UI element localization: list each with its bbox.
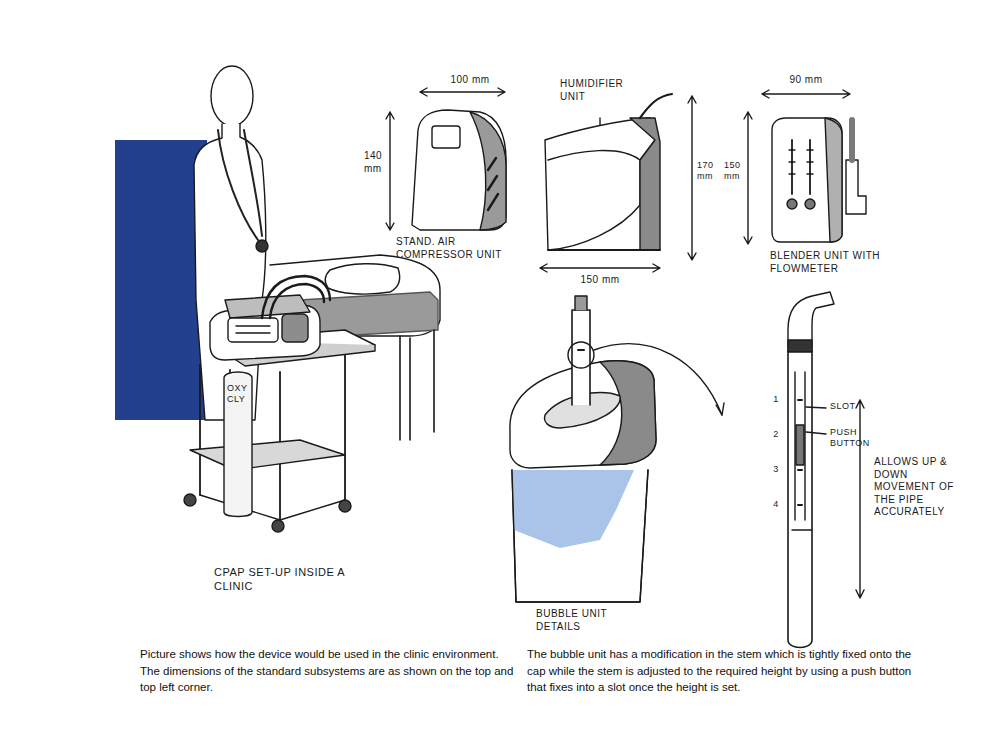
dimension-label: 140 mm — [364, 150, 388, 175]
callout-number: 2 — [770, 429, 782, 440]
dimension-label: 100 mm — [440, 74, 500, 87]
callout-number: 1 — [770, 394, 782, 405]
cylinder-label: OXY CLY — [227, 383, 251, 406]
figure-label: BUBBLE UNIT DETAILS — [536, 608, 616, 633]
part-name: BLENDER UNIT WITH FLOWMETER — [770, 250, 880, 275]
callout-number: 4 — [770, 499, 782, 510]
dimension-label: 90 mm — [776, 74, 836, 87]
caption-text: The bubble unit has a modification in th… — [527, 646, 922, 696]
caption-text: Picture shows how the device would be us… — [140, 646, 520, 696]
part-name: SLOT — [830, 401, 880, 412]
dimension-label: 150 mm — [724, 160, 748, 183]
figure-label: CPAP SET-UP INSIDE A CLINIC — [214, 566, 364, 594]
dimension-label: 170 mm — [697, 160, 723, 183]
callout-number: 3 — [770, 464, 782, 475]
note: ALLOWS UP & DOWN MOVEMENT OF THE PIPE AC… — [874, 456, 964, 519]
part-name: HUMIDIFIER UNIT — [560, 78, 650, 103]
part-name: PUSH BUTTON — [830, 427, 880, 450]
dimension-label: 150 mm — [570, 274, 630, 287]
part-name: STAND. AIR COMPRESSOR UNIT — [396, 236, 526, 261]
